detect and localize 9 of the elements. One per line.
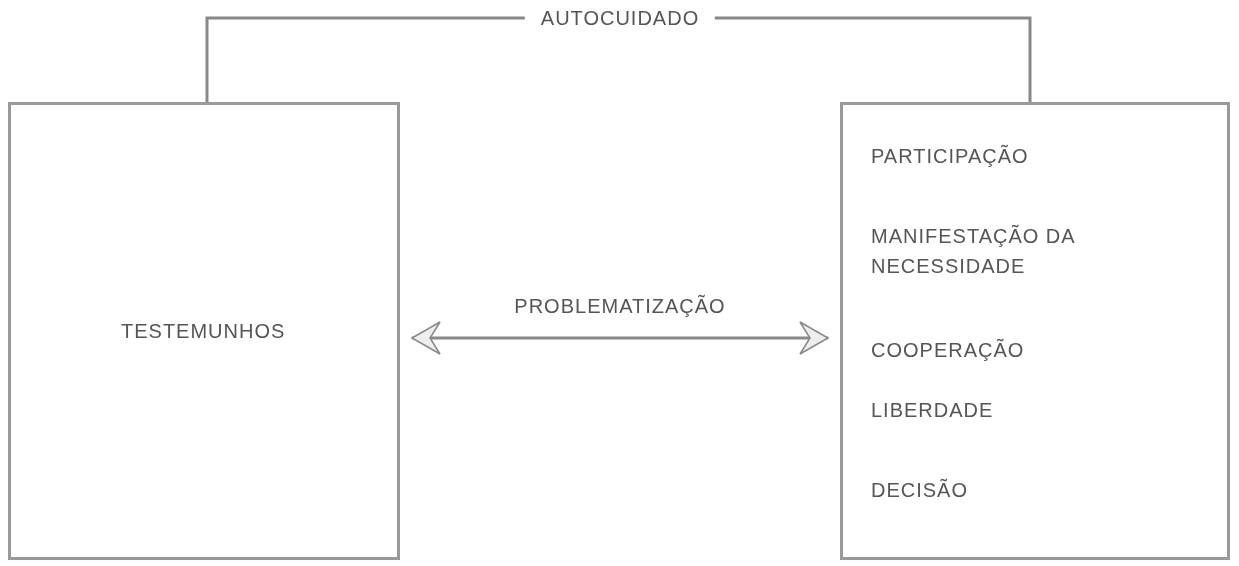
box-text: PARTICIPAÇÃO [871, 143, 1030, 169]
text-box [840, 102, 1230, 560]
box-text: TESTEMUNHOS [121, 319, 286, 344]
text-box [8, 102, 400, 560]
double-arrow [411, 321, 829, 355]
box-text: COOPERAÇÃO [871, 337, 1026, 363]
box-text: MANIFESTAÇÃO DA NECESSIDADE [871, 223, 1076, 279]
box-text: DECISÃO [871, 477, 970, 503]
box-text: LIBERDADE [871, 398, 995, 423]
